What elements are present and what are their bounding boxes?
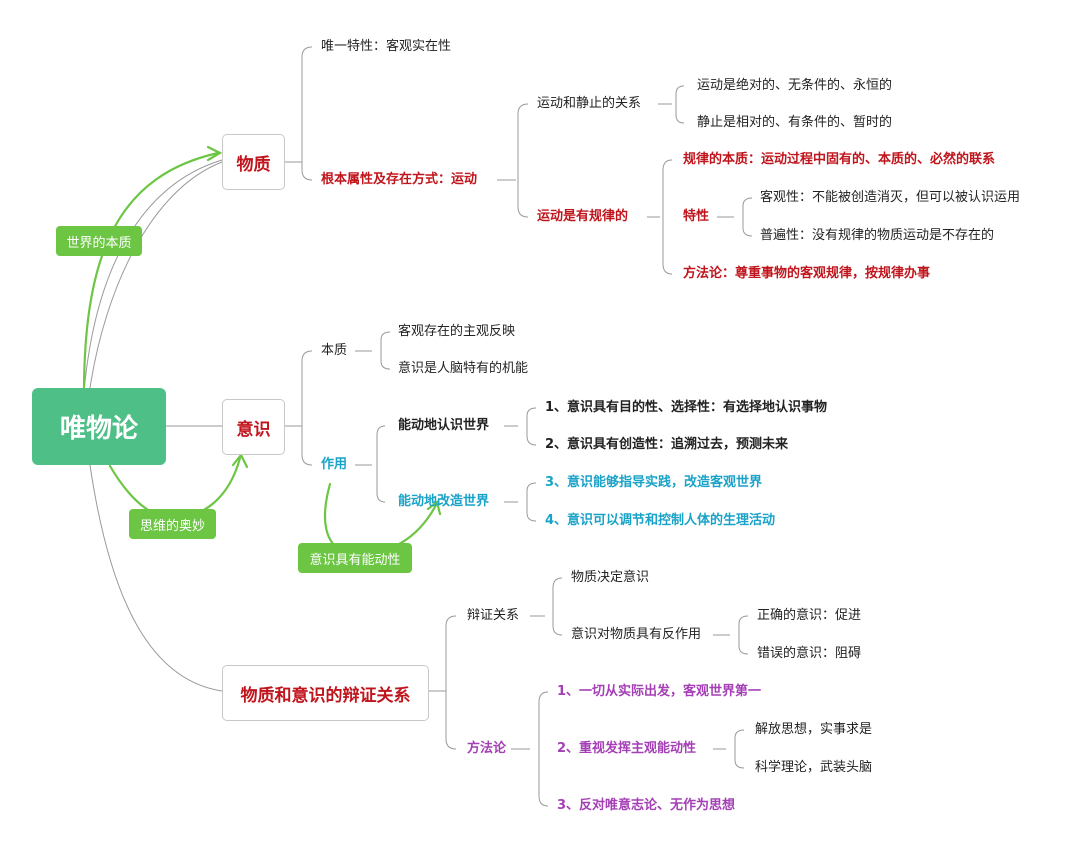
bracket-role — [355, 425, 386, 503]
consciousness-node: 意识 — [222, 399, 285, 455]
consciousness-essence: 本质 — [321, 343, 348, 358]
bracket-lawful — [647, 159, 673, 275]
dialectic-m2: 2、重视发挥主观能动性 — [557, 741, 697, 756]
arrow-world-essence-head — [206, 145, 223, 162]
bracket-consciousness — [283, 350, 313, 466]
arrow-world-essence — [82, 151, 220, 390]
bracket-know-world — [504, 407, 537, 446]
matter-lawful: 运动是有规律的 — [537, 209, 629, 224]
link-root-matter-inner — [83, 159, 223, 393]
tag-initiative: 意识具有能动性 — [298, 543, 412, 573]
matter-method: 方法论：尊重事物的客观规律，按规律办事 — [683, 266, 931, 281]
dialectic-wrong: 错误的意识：阻碍 — [757, 646, 862, 661]
tag-world-essence: 世界的本质 — [56, 226, 142, 256]
bracket-matter — [283, 46, 313, 181]
bracket-dialectic — [427, 615, 457, 750]
consciousness-brain: 意识是人脑特有的机能 — [398, 361, 529, 376]
matter-motion-absolute: 运动是绝对的、无条件的、永恒的 — [697, 78, 893, 93]
matter-node: 物质 — [222, 134, 285, 190]
matter-motion-rest: 运动和静止的关系 — [537, 96, 642, 111]
bracket-relation — [530, 577, 563, 636]
matter-fundamental: 根本属性及存在方式：运动 — [321, 172, 478, 187]
link-root-dialectic — [89, 464, 223, 692]
bracket-method — [511, 691, 549, 807]
dialectic-m1: 1、一切从实际出发，客观世界第一 — [557, 684, 762, 699]
root-node: 唯物论 — [32, 388, 166, 465]
dialectic-determines: 物质决定意识 — [571, 570, 650, 585]
arrow-initiative-head — [426, 500, 442, 516]
bracket-essence — [355, 331, 391, 370]
matter-unique: 唯一特性：客观实在性 — [321, 39, 452, 54]
consciousness-change-world: 能动地改造世界 — [398, 494, 490, 509]
matter-law-essence: 规律的本质：运动过程中固有的、本质的、必然的联系 — [683, 152, 996, 167]
matter-traits: 特性 — [683, 209, 710, 224]
bracket-m2 — [713, 729, 745, 769]
dialectic-node: 物质和意识的辩证关系 — [222, 665, 429, 721]
bracket-reaction — [713, 615, 749, 655]
consciousness-c1: 1、意识具有目的性、选择性：有选择地认识事物 — [545, 400, 828, 415]
dialectic-m3: 3、反对唯意志论、无作为思想 — [557, 798, 736, 813]
matter-universal: 普遍性：没有规律的物质运动是不存在的 — [760, 228, 995, 243]
matter-objective: 客观性：不能被创造消灭，但可以被认识运用 — [760, 190, 1021, 205]
consciousness-know-world: 能动地认识世界 — [398, 418, 490, 433]
bracket-fundamental — [497, 103, 529, 218]
consciousness-role: 作用 — [321, 457, 348, 472]
consciousness-c4: 4、意识可以调节和控制人体的生理活动 — [545, 513, 776, 528]
consciousness-reflection: 客观存在的主观反映 — [398, 324, 516, 339]
matter-rest-relative: 静止是相对的、有条件的、暂时的 — [697, 115, 893, 130]
dialectic-m2b: 科学理论，武装头脑 — [755, 760, 873, 775]
dialectic-relation: 辩证关系 — [467, 608, 520, 623]
dialectic-method: 方法论 — [467, 741, 507, 756]
tag-thinking-wonder: 思维的奥妙 — [129, 509, 216, 539]
dialectic-m2a: 解放思想，实事求是 — [755, 722, 873, 737]
arrow-thinking-head — [231, 452, 249, 469]
bracket-motion-rest — [658, 85, 685, 124]
dialectic-reaction: 意识对物质具有反作用 — [571, 627, 702, 642]
bracket-traits — [717, 197, 753, 237]
consciousness-c3: 3、意识能够指导实践，改造客观世界 — [545, 475, 763, 490]
consciousness-c2: 2、意识具有创造性：追溯过去，预测未来 — [545, 437, 789, 452]
dialectic-correct: 正确的意识：促进 — [757, 608, 862, 623]
bracket-change-world — [504, 482, 537, 522]
